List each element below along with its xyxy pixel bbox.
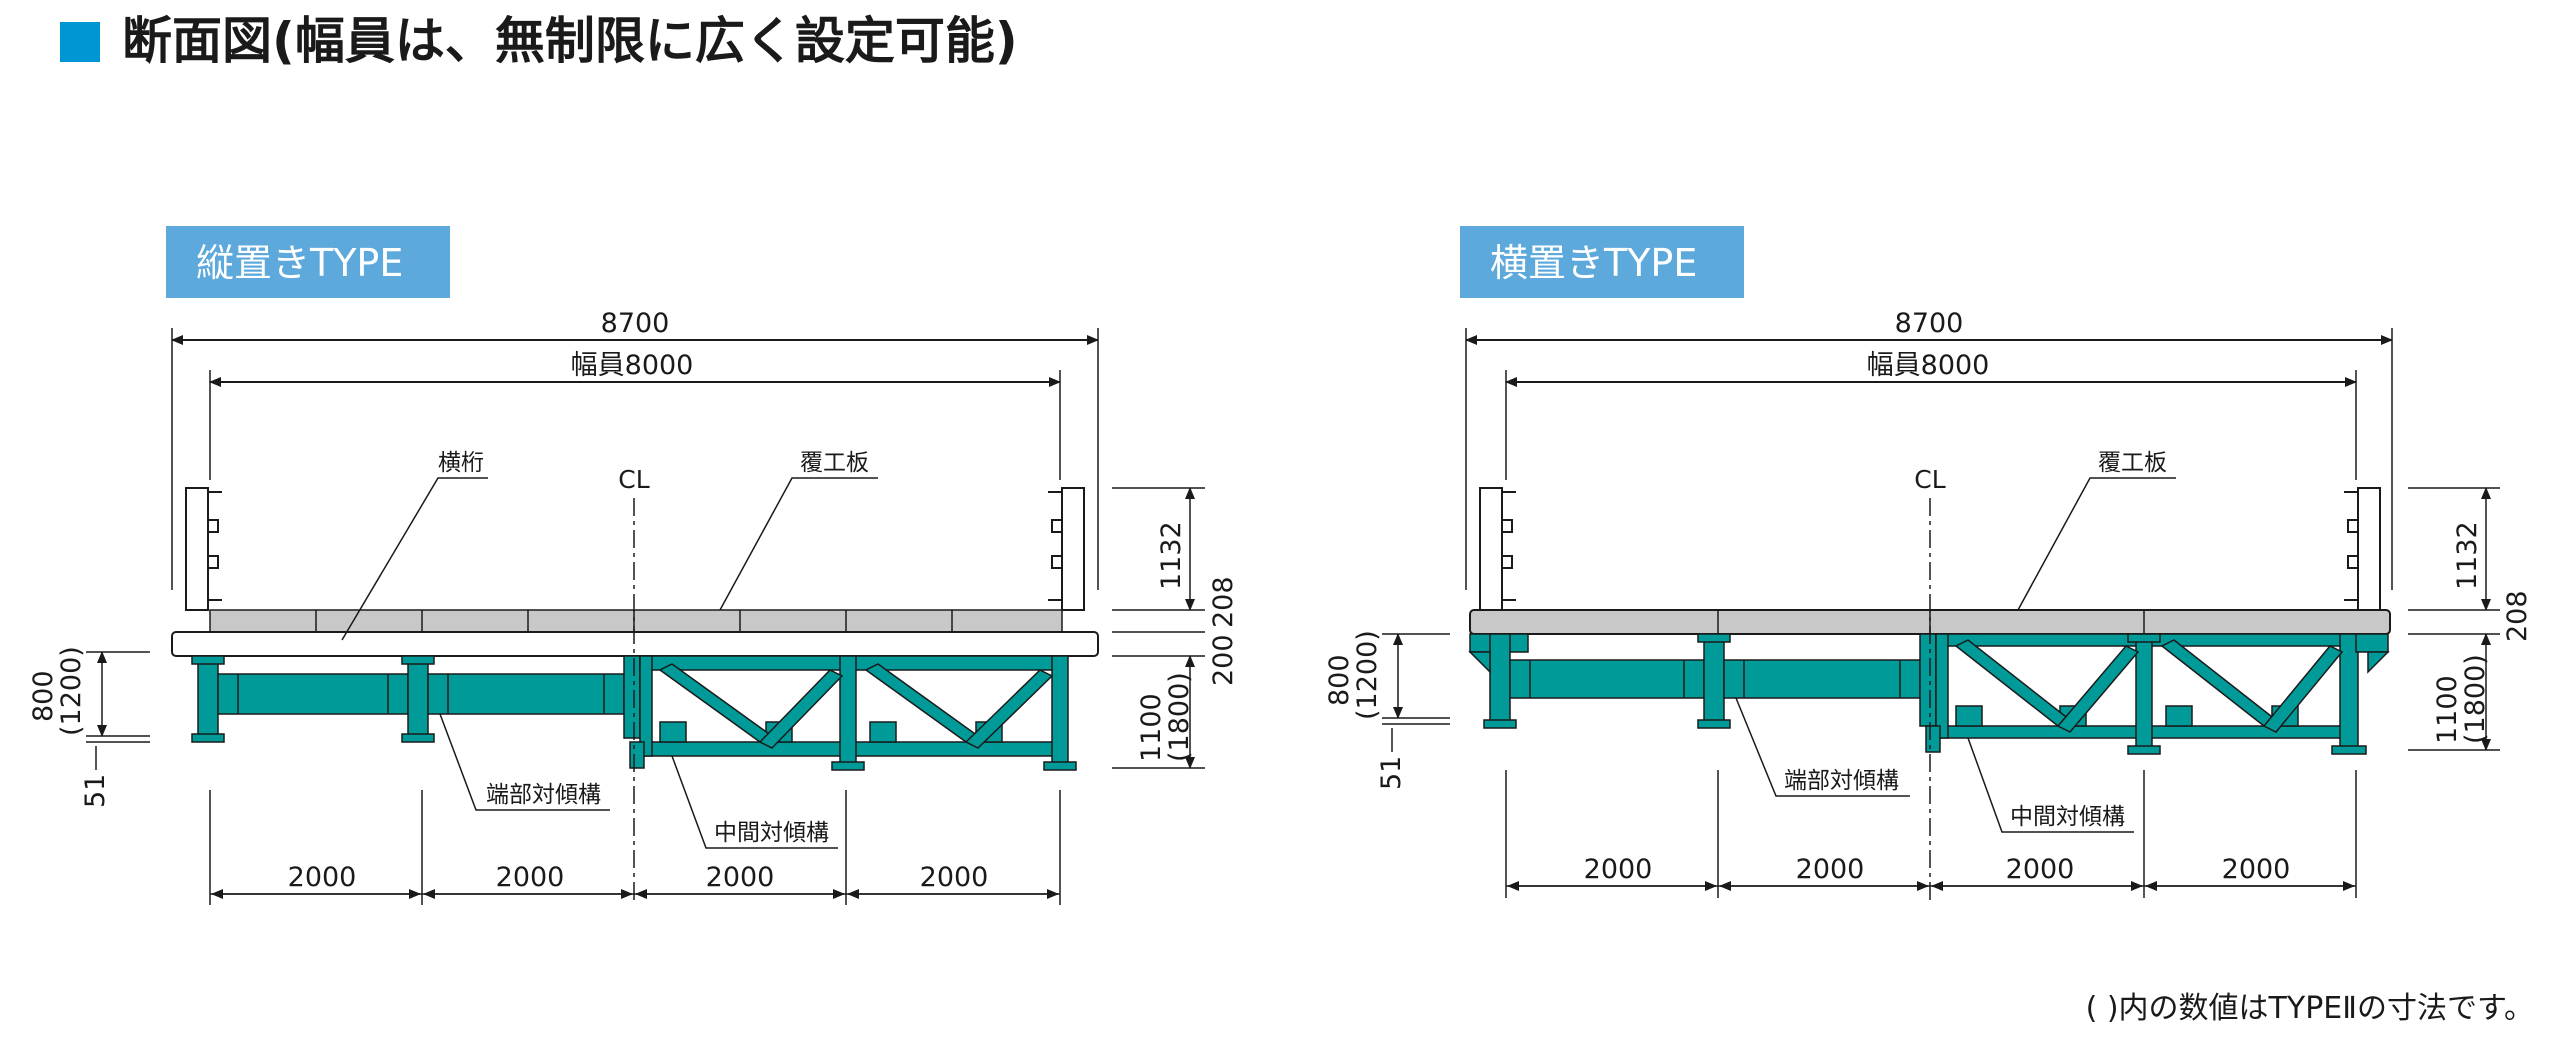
girder-top-plate xyxy=(171,631,1099,657)
mid-brace-leader xyxy=(671,755,838,849)
clear-width-label: 幅員8000 xyxy=(571,350,694,381)
deck-dim-label: 208 xyxy=(1208,576,1239,628)
girder-dim-label: 200 xyxy=(1208,634,1239,686)
deck-leader xyxy=(2017,477,2176,611)
end-brace-label: 端部対傾構 xyxy=(1784,768,1899,794)
centerline-label: CL xyxy=(618,465,649,494)
rail-dim-label: 1132 xyxy=(2452,521,2483,590)
total-width-label: 8700 xyxy=(1895,308,1964,339)
base-dim-label: 51 xyxy=(80,774,111,808)
vertical-type-diagram: 縦置きTYPE 8700 幅員8000 xyxy=(28,226,1239,905)
span-ticks xyxy=(1505,770,2357,898)
girder-leader xyxy=(341,477,488,641)
span-label: 2000 xyxy=(2222,854,2291,885)
deck-label: 覆工板 xyxy=(2098,450,2167,476)
footnote: ( )内の数値はTYPEⅡの寸法です。 xyxy=(2086,991,2534,1026)
vertical-type-tag-text: 縦置きTYPE xyxy=(196,241,403,285)
mid-brace-label: 中間対傾構 xyxy=(714,820,829,846)
frame-dim-label: 1100 xyxy=(2432,675,2463,744)
span-label: 2000 xyxy=(496,862,565,893)
mid-brace-label: 中間対傾構 xyxy=(2010,804,2125,830)
deck-label: 覆工板 xyxy=(800,450,869,476)
title-accent-square xyxy=(60,22,100,62)
base-dim-label: 51 xyxy=(1376,756,1407,790)
girder-label: 横桁 xyxy=(438,450,484,476)
centerline-label: CL xyxy=(1914,465,1945,494)
guard-rail-left xyxy=(1479,487,1516,611)
deck-dim-label: 208 xyxy=(2502,590,2533,642)
horizontal-type-diagram: 横置きTYPE 8700 幅員8000 xyxy=(1324,226,2533,900)
guard-rail-right xyxy=(1048,487,1085,611)
deck-plate-band xyxy=(209,609,1063,633)
span-label: 2000 xyxy=(2006,854,2075,885)
end-brace-label: 端部対傾構 xyxy=(486,782,601,808)
frame-dim-alt-label: (1800) xyxy=(1164,672,1195,762)
span-ticks xyxy=(209,790,1061,905)
mid-sway-brace-trusses xyxy=(1925,633,2390,755)
post-dim-alt-label: (1200) xyxy=(56,646,87,736)
vertical-type-tag xyxy=(166,226,450,298)
span-label: 2000 xyxy=(706,862,775,893)
page-title: 断面図(幅員は、無制限に広く設定可能) xyxy=(122,12,1018,70)
span-label: 2000 xyxy=(920,862,989,893)
span-label: 2000 xyxy=(288,862,357,893)
mid-sway-brace-trusses xyxy=(629,655,1077,771)
post-dim-alt-label: (1200) xyxy=(1352,630,1383,720)
deck-leader xyxy=(719,477,878,611)
frame-dim-label: 1100 xyxy=(1136,693,1167,762)
frame-dim-alt-label: (1800) xyxy=(2460,654,2491,744)
end-sway-brace-frames xyxy=(191,655,641,743)
horizontal-type-tag-text: 横置きTYPE xyxy=(1490,241,1697,285)
guard-rail-right xyxy=(2344,487,2381,611)
clear-width-label: 幅員8000 xyxy=(1867,350,1990,381)
post-dim-label: 800 xyxy=(28,670,59,722)
total-width-label: 8700 xyxy=(601,308,670,339)
span-label: 2000 xyxy=(1584,854,1653,885)
horizontal-type-tag xyxy=(1460,226,1744,298)
guard-rail-left xyxy=(185,487,222,611)
end-brace-leader xyxy=(1735,697,1910,797)
post-dim-label: 800 xyxy=(1324,654,1355,706)
end-sway-brace-frames xyxy=(1468,633,1937,729)
rail-dim-label: 1132 xyxy=(1156,521,1187,590)
mid-brace-leader xyxy=(1967,737,2134,833)
end-brace-leader xyxy=(439,713,610,811)
span-label: 2000 xyxy=(1796,854,1865,885)
